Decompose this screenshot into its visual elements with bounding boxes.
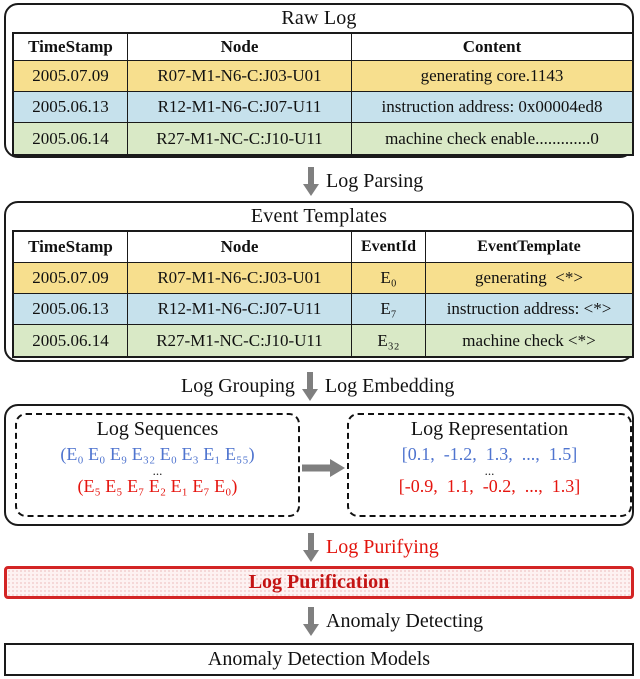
event-templates-header-eventid: EventId: [352, 232, 426, 263]
event-templates-row3-eventid: E₃₂: [352, 325, 426, 356]
event-templates-row2-template: instruction address: <*>: [426, 294, 632, 325]
event-templates-row1-timestamp: 2005.07.09: [14, 263, 128, 294]
down-arrow-icon: [303, 606, 319, 636]
event-templates-row2-eventid: E₇: [352, 294, 426, 325]
log-grouping-embedding-step: Log Grouping Log Embedding: [181, 370, 454, 402]
anomaly-detection-models-label: Anomaly Detection Models: [207, 648, 431, 670]
raw-log-row1-node: R07-M1-N6-C:J03-U01: [128, 61, 352, 92]
down-arrow-icon: [301, 371, 318, 401]
event-templates-row1-eventid: E₀: [352, 263, 426, 294]
event-templates-header-eventtemplate: EventTemplate: [426, 232, 632, 263]
log-parsing-label: Log Parsing: [326, 169, 424, 192]
log-representation-box: Log Representation [0.1, -1.2, 1.3, ...,…: [347, 413, 632, 517]
raw-log-row1-timestamp: 2005.07.09: [14, 61, 128, 92]
anomaly-detecting-label: Anomaly Detecting: [326, 609, 484, 632]
raw-log-row3-content: machine check enable.............0: [352, 123, 632, 154]
event-templates-title: Event Templates: [250, 205, 388, 227]
raw-log-row2-node: R12-M1-N6-C:J07-U11: [128, 92, 352, 123]
log-vector-anomaly: [-0.9, 1.1, -0.2, ..., 1.3]: [398, 476, 581, 496]
log-purifying-label: Log Purifying: [326, 535, 439, 558]
event-templates-row2-timestamp: 2005.06.13: [14, 294, 128, 325]
log-representation-ellipsis: ...: [484, 463, 495, 478]
log-purification-label: Log Purification: [248, 571, 390, 593]
log-sequences-title: Log Sequences: [96, 418, 219, 440]
event-templates-row1-template: generating <*>: [426, 263, 632, 294]
log-sequences-ellipsis: ...: [152, 463, 163, 478]
event-templates-header-timestamp: TimeStamp: [14, 232, 128, 263]
raw-log-panel: Raw Log TimeStamp Node Content 2005.07.0…: [4, 3, 634, 158]
down-arrow-icon: [303, 532, 319, 562]
raw-log-header-node: Node: [128, 34, 352, 61]
raw-log-header-timestamp: TimeStamp: [14, 34, 128, 61]
raw-log-table: TimeStamp Node Content 2005.07.09 R07-M1…: [12, 32, 634, 156]
anomaly-detecting-step: Anomaly Detecting: [303, 605, 483, 637]
log-vector-normal: [0.1, -1.2, 1.3, ..., 1.5]: [401, 444, 578, 464]
raw-log-row2-content: instruction address: 0x00004ed8: [352, 92, 632, 123]
grouping-stage-panel: Log Sequences (E₀ E₀ E₉ E₃₂ E₀ E₃ E₁ E₅₅…: [4, 404, 634, 526]
down-arrow-icon: [303, 166, 319, 196]
raw-log-row2-timestamp: 2005.06.13: [14, 92, 128, 123]
raw-log-row3-node: R27-M1-NC-C:J10-U11: [128, 123, 352, 154]
raw-log-row1-content: generating core.1143: [352, 61, 632, 92]
event-templates-row1-node: R07-M1-N6-C:J03-U01: [128, 263, 352, 294]
anomaly-detection-models-box: Anomaly Detection Models: [4, 643, 634, 676]
log-purification-box: Log Purification: [4, 566, 634, 599]
log-parsing-step: Log Parsing: [303, 165, 423, 197]
event-templates-header-node: Node: [128, 232, 352, 263]
log-purifying-step: Log Purifying: [303, 531, 439, 563]
event-templates-panel: Event Templates TimeStamp Node EventId E…: [4, 201, 634, 362]
log-sequence-normal: (E₀ E₀ E₉ E₃₂ E₀ E₃ E₁ E₅₅): [60, 444, 255, 464]
raw-log-row3-timestamp: 2005.06.14: [14, 123, 128, 154]
right-arrow-icon: [302, 459, 345, 477]
log-grouping-label: Log Grouping: [181, 374, 295, 397]
log-embedding-label: Log Embedding: [324, 374, 455, 397]
event-templates-row3-template: machine check <*>: [426, 325, 632, 356]
log-sequences-box: Log Sequences (E₀ E₀ E₉ E₃₂ E₀ E₃ E₁ E₅₅…: [15, 413, 300, 517]
event-templates-row3-node: R27-M1-NC-C:J10-U11: [128, 325, 352, 356]
raw-log-header-content: Content: [352, 34, 632, 61]
event-templates-row3-timestamp: 2005.06.14: [14, 325, 128, 356]
log-representation-title: Log Representation: [410, 418, 569, 440]
event-templates-table: TimeStamp Node EventId EventTemplate 200…: [12, 230, 634, 358]
raw-log-title: Raw Log: [281, 7, 357, 29]
log-sequence-anomaly: (E₅ E₅ E₇ E₂ E₁ E₇ E₀): [77, 476, 238, 496]
event-templates-row2-node: R12-M1-N6-C:J07-U11: [128, 294, 352, 325]
